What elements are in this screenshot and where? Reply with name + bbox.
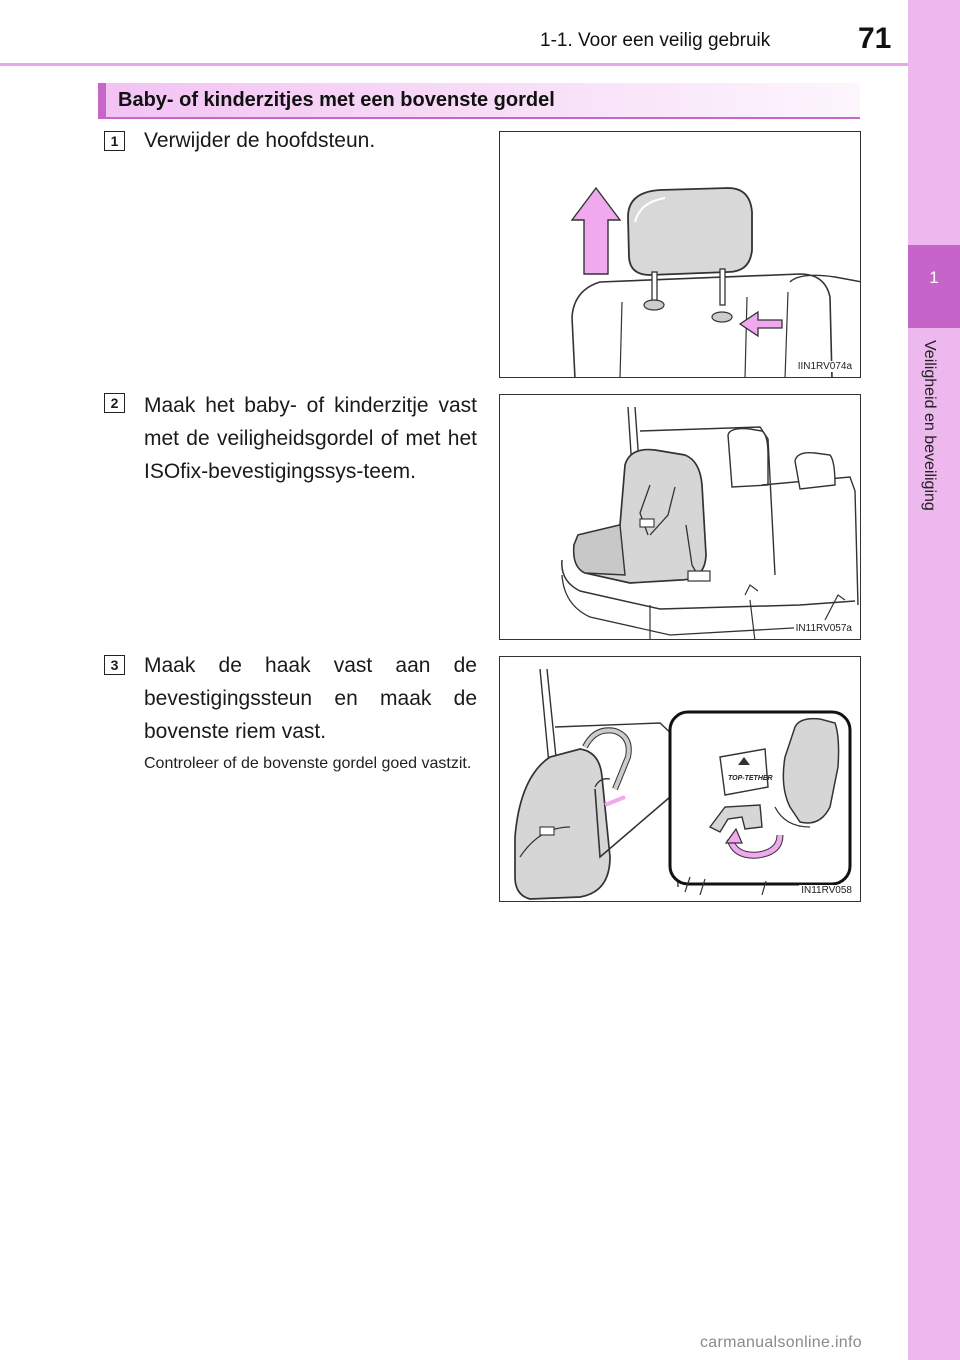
- headrest-illustration: [570, 186, 860, 377]
- step-3-note: Controleer of de bovenste gordel goed va…: [144, 755, 472, 772]
- figure-top-tether: TOP-TETHER IN11RV058: [499, 656, 861, 902]
- child-seat-illustration: [561, 406, 859, 639]
- tether-label: TOP-TETHER: [728, 775, 773, 782]
- step-2-text: Maak het baby- of kinderzitje vast met d…: [144, 394, 477, 483]
- step-1-badge: 1: [104, 131, 125, 151]
- step-1-text: Verwijder de hoofdsteun.: [144, 129, 376, 152]
- section-heading: Baby- of kinderzitjes met een bovenste g…: [118, 89, 555, 111]
- section-title: 1-1. Voor een veilig gebruik: [540, 30, 771, 51]
- section-heading-box: Baby- of kinderzitjes met een bovenste g…: [98, 83, 860, 119]
- figure-code: IN11RV057a: [793, 623, 854, 634]
- figure-attach-child-seat: IN11RV057a: [499, 394, 861, 640]
- page-number: 71: [858, 22, 892, 55]
- top-tether-illustration: TOP-TETHER: [514, 668, 852, 900]
- header-divider: [0, 63, 908, 66]
- chapter-number: 1: [929, 268, 939, 287]
- step-2-badge: 2: [104, 393, 125, 413]
- chapter-label: Veiligheid en beveiliging: [921, 340, 938, 511]
- chapter-side-tab: [908, 0, 960, 1360]
- step-3-text: Maak de haak vast aan de bevestigingsste…: [144, 654, 477, 743]
- step-3-badge: 3: [104, 655, 125, 675]
- figure-code: IIN1RV074a: [795, 361, 854, 372]
- figure-remove-headrest: IIN1RV074a: [499, 131, 861, 378]
- chapter-tab-active[interactable]: [908, 245, 960, 328]
- figure-code: IN11RV058: [799, 885, 854, 896]
- watermark: carmanualsonline.info: [700, 1334, 862, 1351]
